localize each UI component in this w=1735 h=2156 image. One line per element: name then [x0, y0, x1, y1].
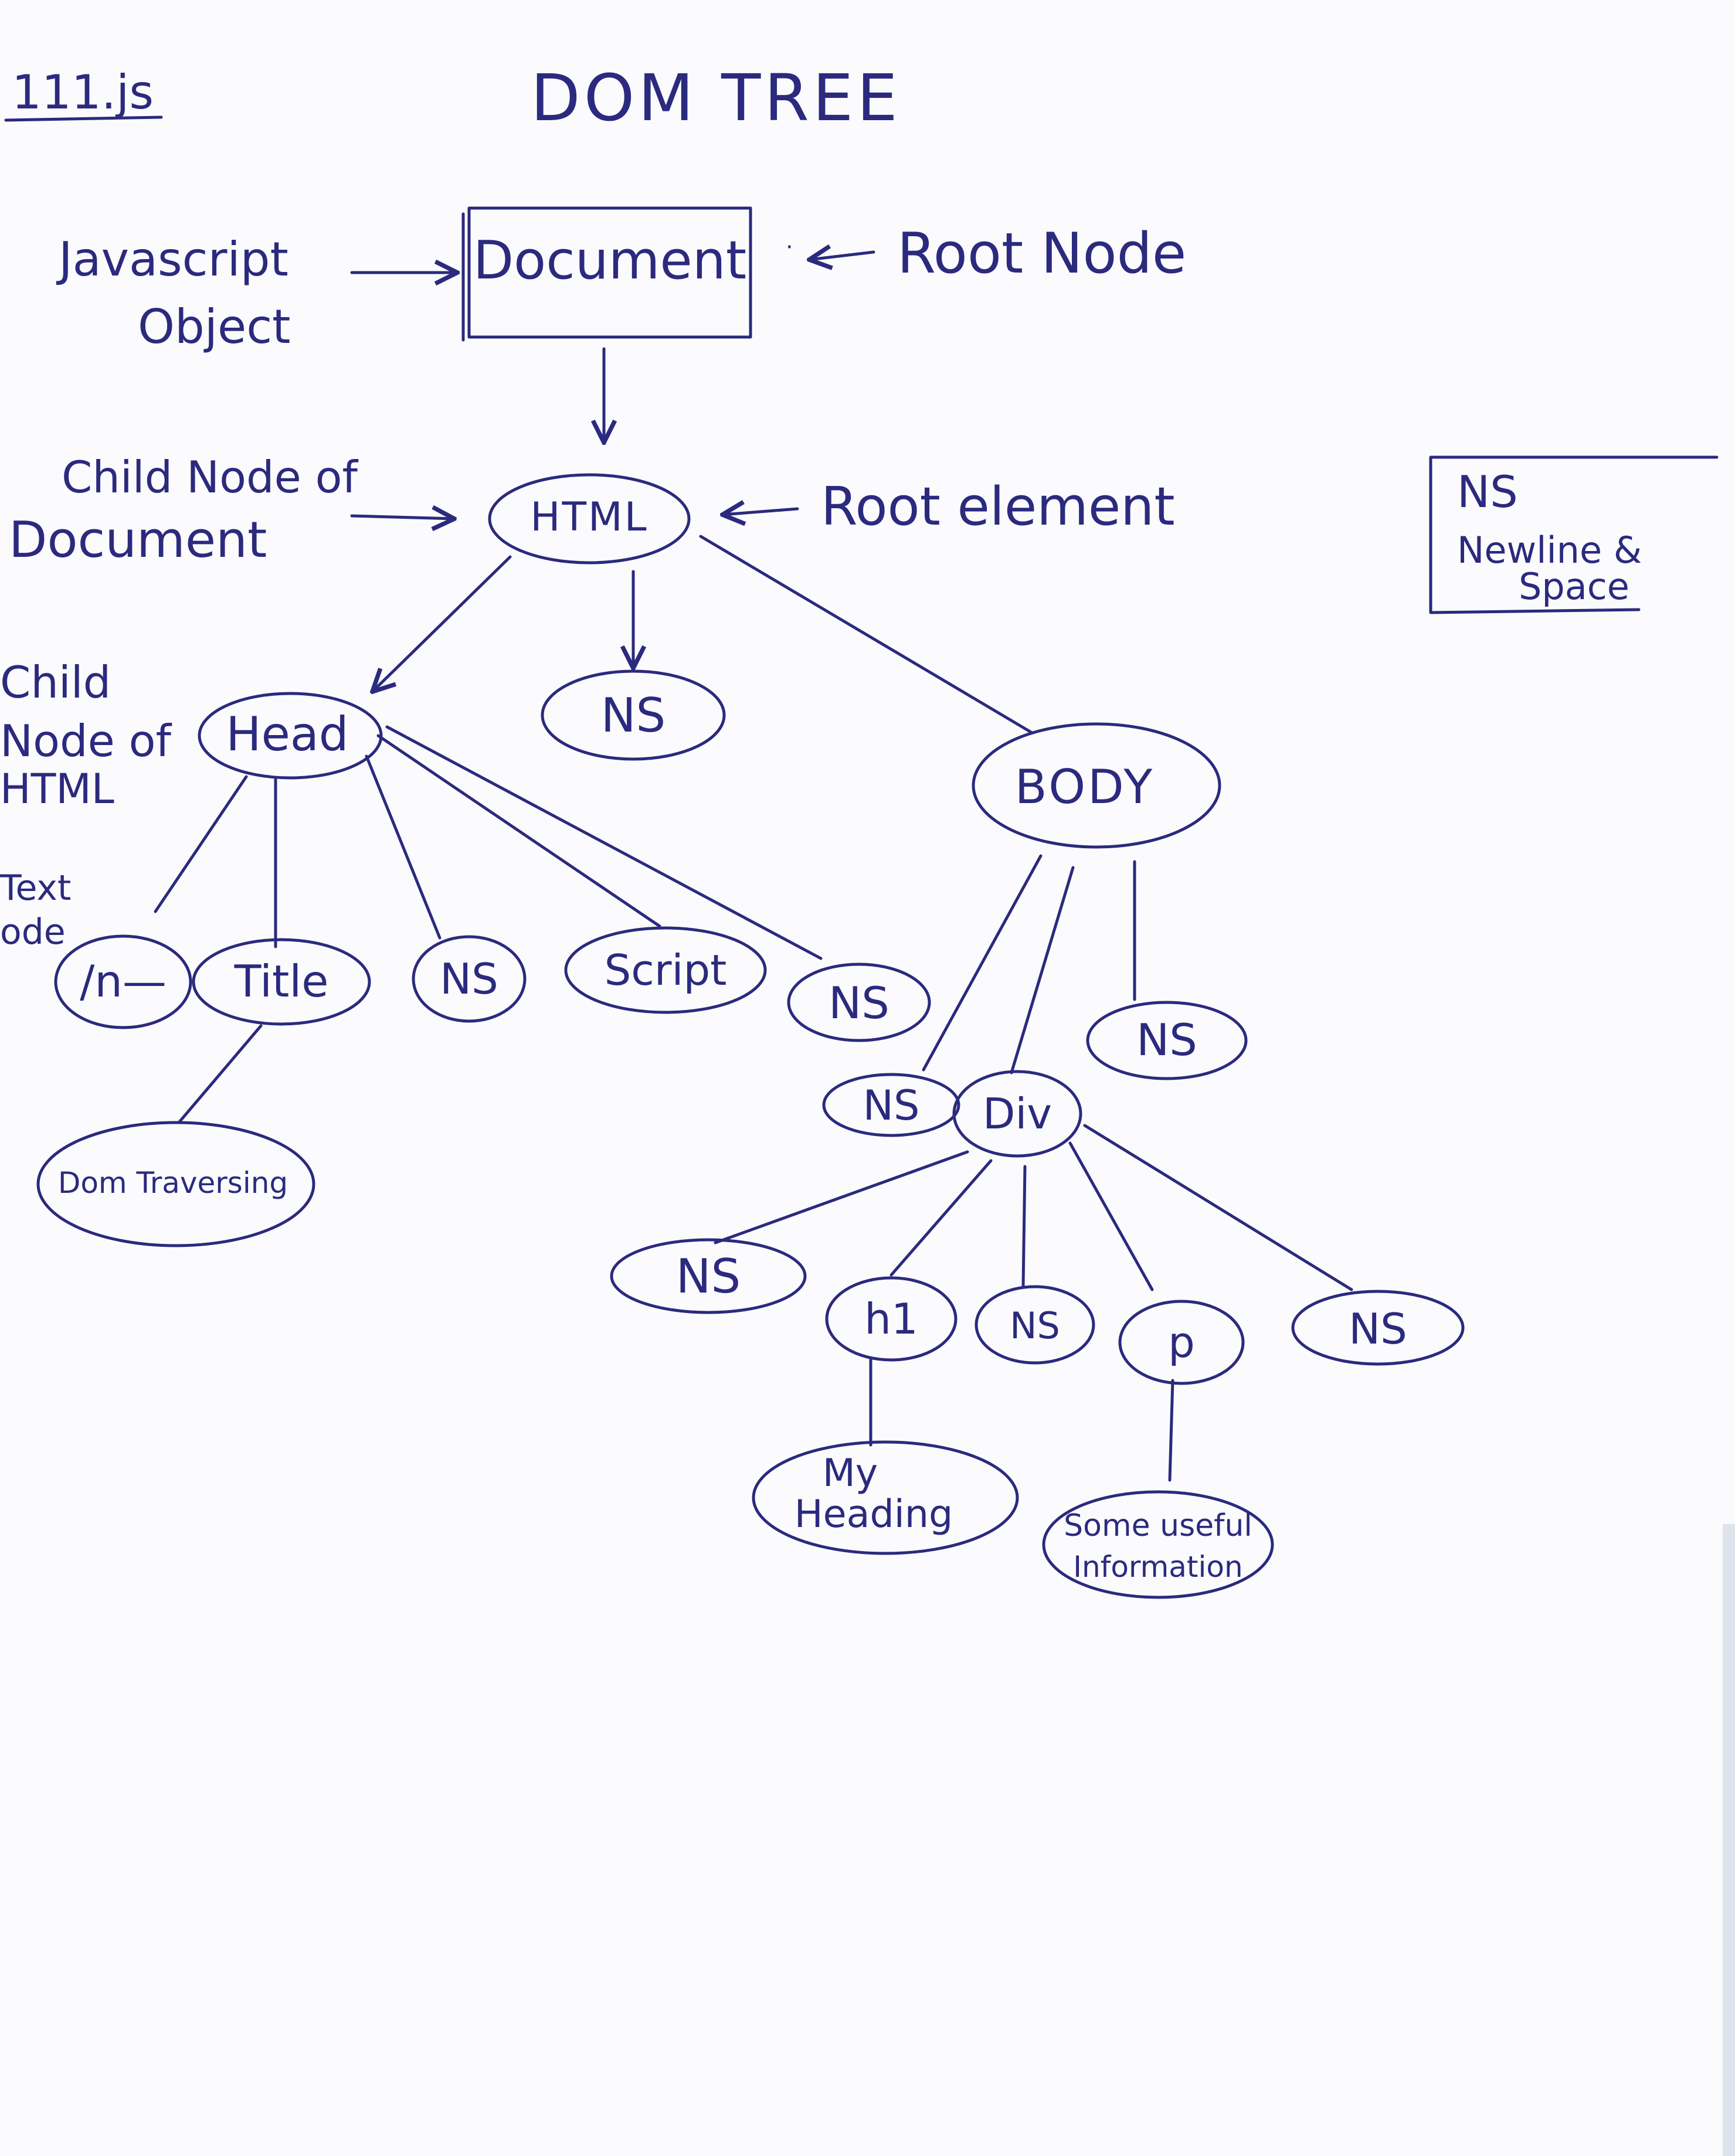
node-title-text: Dom Traversing	[36, 1121, 315, 1247]
edge-div-ns1	[714, 1150, 969, 1244]
svg-text:Head: Head	[226, 707, 348, 761]
svg-text:BODY: BODY	[1015, 760, 1155, 814]
legend-box: NS Newline & Space	[1429, 455, 1719, 614]
node-body-ns1: NS	[822, 1073, 960, 1137]
svg-text:NS: NS	[1136, 1014, 1197, 1066]
svg-text:Title: Title	[234, 955, 329, 1007]
svg-text:Root Node: Root Node	[897, 222, 1186, 286]
edge-body-ns1	[922, 854, 1043, 1072]
edge-p-text	[1168, 1379, 1174, 1482]
svg-text:·: ·	[786, 234, 793, 261]
svg-text:p: p	[1168, 1318, 1195, 1367]
node-h1: h1	[825, 1276, 958, 1362]
edge-div-h1	[889, 1159, 993, 1277]
svg-text:HTML: HTML	[530, 494, 648, 540]
annotation-text-node: Text ode	[0, 868, 71, 953]
svg-text:Information: Information	[1073, 1550, 1242, 1584]
svg-text:h1: h1	[864, 1294, 918, 1344]
node-html-ns: NS	[541, 669, 726, 761]
svg-text:Dom Traversing: Dom Traversing	[58, 1166, 288, 1200]
edge-div-ns2	[1021, 1165, 1027, 1288]
edge-head-ns1	[365, 754, 442, 940]
svg-text:Child: Child	[0, 657, 111, 708]
annotation-javascript-object: Javascript Object	[56, 232, 457, 354]
svg-text:/n—: /n—	[80, 955, 167, 1007]
svg-text:NS: NS	[829, 977, 889, 1029]
node-p-text: Some useful Information	[1042, 1490, 1274, 1599]
svg-text:Document: Document	[473, 230, 746, 291]
page-ref: 111.js	[4, 65, 163, 122]
node-div-ns1: NS	[610, 1238, 807, 1314]
svg-text:Text: Text	[0, 868, 71, 909]
svg-text:Script: Script	[605, 946, 727, 995]
node-body: BODY	[972, 722, 1221, 849]
edge-head-script	[376, 734, 661, 928]
svg-text:HTML: HTML	[0, 765, 114, 813]
edge-head-text	[154, 775, 248, 913]
svg-text:Heading: Heading	[794, 1492, 953, 1536]
svg-text:Javascript: Javascript	[56, 232, 288, 287]
node-head-ns2: NS	[787, 963, 931, 1042]
edge-title-text	[177, 1024, 263, 1124]
edge-div-p	[1068, 1141, 1154, 1291]
node-div-ns2: NS	[975, 1285, 1095, 1365]
node-html: HTML	[488, 473, 691, 564]
svg-text:NS: NS	[440, 954, 498, 1004]
svg-text:Document: Document	[9, 511, 267, 569]
arrow-icon	[809, 252, 875, 260]
page-title: DOM TREE	[531, 60, 901, 135]
edge-html-head	[372, 555, 512, 692]
node-head-ns1: NS	[412, 935, 527, 1023]
svg-text:Div: Div	[983, 1089, 1052, 1138]
arrow-icon	[350, 516, 454, 519]
arrow-icon	[722, 509, 799, 515]
svg-text:NS: NS	[1010, 1304, 1060, 1347]
svg-text:My: My	[823, 1451, 878, 1495]
node-head: Head	[198, 692, 383, 780]
annotation-child-of-document: Child Node of Document	[9, 451, 454, 569]
edge-html-body	[699, 535, 1034, 734]
paper-edge	[1723, 1524, 1735, 2156]
svg-text:Object: Object	[138, 300, 291, 354]
node-head-text: /n—	[54, 934, 192, 1029]
node-p: p	[1118, 1300, 1245, 1385]
node-body-ns2: NS	[1086, 1001, 1248, 1080]
annotation-root-element: Root element	[722, 476, 1175, 538]
node-script: Script	[564, 926, 767, 1014]
tree-edges	[154, 347, 1353, 1482]
node-div: Div	[952, 1070, 1082, 1158]
annotation-root-node: · Root Node	[786, 222, 1186, 286]
svg-text:NS: NS	[676, 1249, 741, 1304]
svg-text:NS: NS	[601, 688, 666, 743]
node-document: Document	[461, 206, 752, 342]
svg-text:Newline &: Newline &	[1457, 529, 1642, 572]
svg-text:Child Node of: Child Node of	[62, 451, 358, 503]
svg-text:Root element: Root element	[821, 476, 1175, 538]
node-div-ns3: NS	[1291, 1290, 1465, 1366]
edge-div-ns3	[1083, 1124, 1353, 1291]
svg-text:Some useful: Some useful	[1064, 1508, 1252, 1543]
svg-text:NS: NS	[863, 1082, 920, 1130]
annotation-child-of-html: Child Node of HTML	[0, 657, 172, 813]
svg-text:Node of: Node of	[0, 715, 172, 767]
svg-text:NS: NS	[1457, 466, 1518, 518]
svg-text:Space: Space	[1519, 565, 1629, 608]
svg-text:111.js: 111.js	[12, 65, 154, 120]
edge-head-ns2	[385, 725, 823, 960]
node-h1-text: My Heading	[752, 1440, 1019, 1555]
node-title: Title	[192, 938, 371, 1026]
svg-text:NS: NS	[1349, 1304, 1407, 1354]
svg-text:ode: ode	[0, 912, 66, 953]
edge-body-div	[1010, 866, 1075, 1074]
